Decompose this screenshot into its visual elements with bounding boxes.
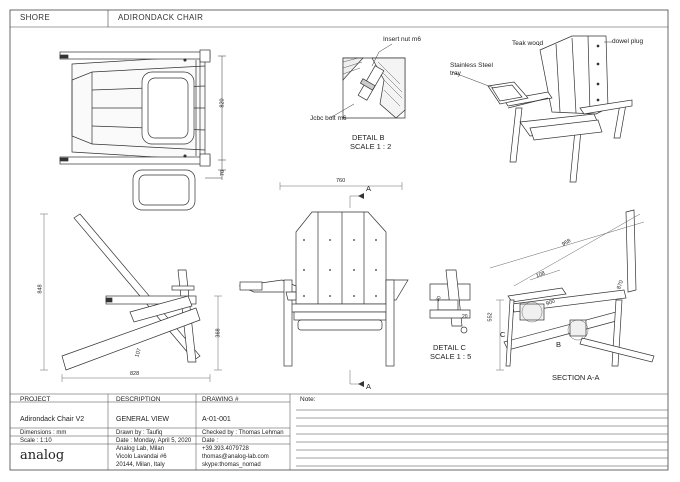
tray-top-view <box>132 169 196 211</box>
tb-phone: +39.393.4079728 <box>202 446 249 452</box>
brand-logo: analog <box>20 448 65 463</box>
tb-project-value: Adirondack Chair V2 <box>20 416 85 423</box>
callout-stainless-tray-line2: tray <box>450 70 461 77</box>
sheet-border <box>9 9 669 471</box>
section-marker-top: A <box>366 184 372 193</box>
section-arrow-bottom <box>358 381 364 387</box>
dim-top-small: 70 <box>220 169 227 177</box>
tb-scale: Scale : 1:10 <box>20 438 52 444</box>
detail-b-label: DETAIL B <box>352 133 385 142</box>
side-view-dims <box>40 213 222 382</box>
section-aa-label: SECTION A-A <box>552 373 600 382</box>
marker-c: C <box>500 330 506 339</box>
detail-c <box>429 269 471 334</box>
tb-checked-by: Checked by : Thomas Lehman <box>202 430 284 436</box>
iso-leader-lines <box>451 41 612 89</box>
callout-dowel-plug: dowel plug <box>612 38 644 45</box>
detail-b-scale: SCALE 1 : 2 <box>350 142 392 151</box>
top-view <box>59 49 226 180</box>
callout-stainless-tray-line1: Stainless Steel <box>450 62 493 69</box>
detail-c-scale: SCALE 1 : 5 <box>430 352 472 361</box>
title-block <box>10 393 668 470</box>
dim-side-seat: 368 <box>215 328 222 338</box>
tb-drawn-by: Drawn by : Taufiq <box>116 430 163 436</box>
section-tray <box>239 281 263 291</box>
tb-drawing-value: A-01-001 <box>202 416 231 423</box>
tb-address1: Analog Lab, Milan <box>116 446 165 452</box>
tb-address3: 20144, Milan, Italy <box>116 462 165 468</box>
company-name: SHORE <box>20 13 50 22</box>
tb-description-head: DESCRIPTION <box>116 396 161 403</box>
dim-side-width: 828 <box>130 371 140 377</box>
tb-address2: Vicolo Lavandai #6 <box>116 454 167 460</box>
marker-b: B <box>556 340 562 349</box>
side-view <box>61 213 201 371</box>
section-marker-bottom: A <box>366 382 372 391</box>
tb-email: thomas@analog-lab.com <box>202 454 269 460</box>
tb-dimensions: Dimensions : mm <box>20 430 67 436</box>
detail-c-label: DETAIL C <box>433 343 466 352</box>
dim-top-height: 820 <box>219 98 226 108</box>
dim-front-width: 760 <box>336 178 346 184</box>
front-view-dots <box>303 239 377 297</box>
isometric-chair <box>487 35 633 183</box>
callout-jcbc-bolt: Jcbc bolt m6 <box>310 115 347 122</box>
section-aa <box>503 209 655 367</box>
dim-detail-c-b: 20 <box>462 314 468 320</box>
tb-date2: Date : <box>202 438 219 444</box>
front-view <box>238 211 409 367</box>
tb-drawing-head: DRAWING # <box>202 396 239 403</box>
drawing-title: ADIRONDACK CHAIR <box>118 13 204 22</box>
tb-project-head: PROJECT <box>20 396 51 403</box>
dim-side-height: 848 <box>37 284 44 294</box>
tb-description-value: GENERAL VIEW <box>116 416 170 423</box>
tb-date: Date : Monday, April 5, 2020 <box>116 438 192 444</box>
section-aa-dims <box>489 213 645 371</box>
callout-insert-nut: Insert nut m6 <box>383 36 421 43</box>
tb-skype: skype:thomas_nomad <box>202 462 261 468</box>
dim-sec-height: 552 <box>487 312 494 322</box>
callout-teak-wood: Teak wood <box>512 40 544 47</box>
detail-b <box>329 43 406 119</box>
tb-note-head: Note: <box>300 396 316 403</box>
section-arrow-top <box>358 193 364 199</box>
